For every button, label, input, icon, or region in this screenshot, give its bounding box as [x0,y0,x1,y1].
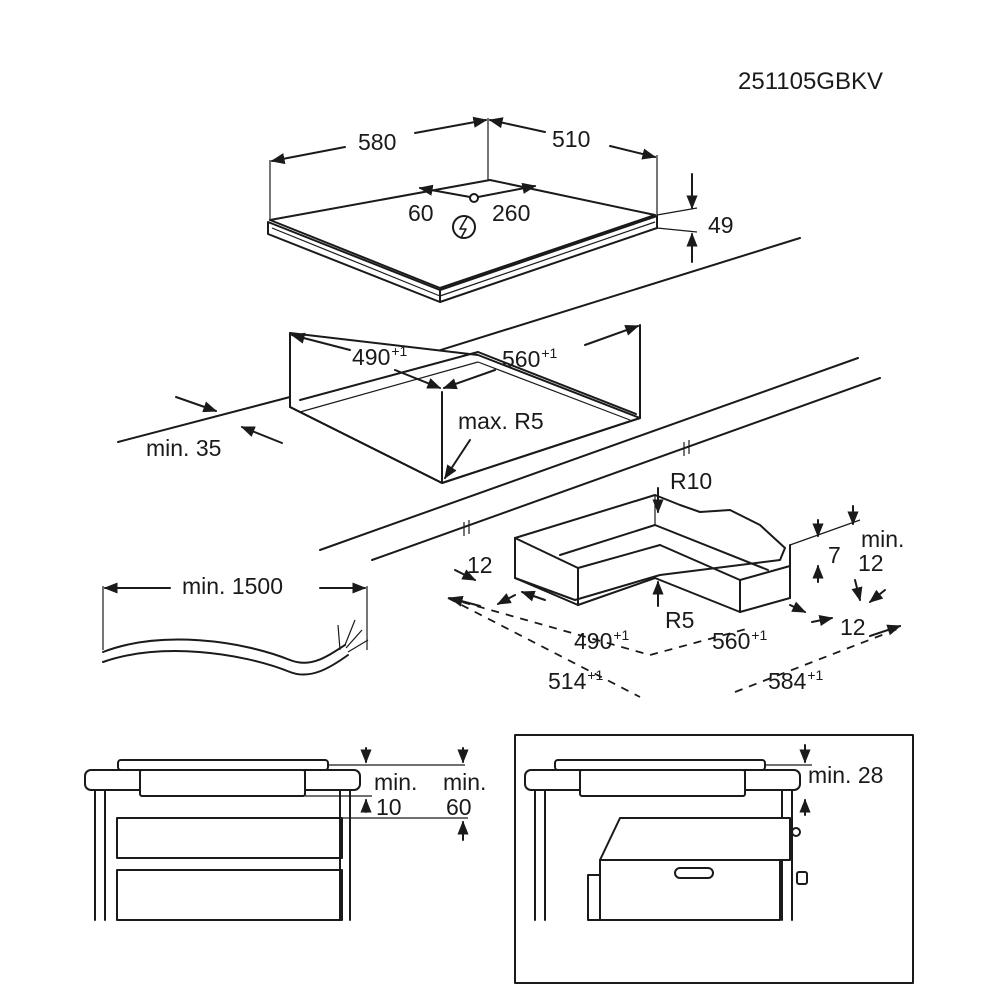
hob-drawing [267,116,698,303]
hob-height-label: 49 [708,212,734,238]
hob-width-label: 580 [358,129,397,155]
drawer-min-label-b: min. [443,769,487,795]
cutout-width-label: 490+1 [352,343,408,370]
side-gap-label: 12 [467,552,493,578]
cutout-radius-label: max. R5 [458,408,544,434]
frame-drawing [447,487,902,698]
drawer-min-value-b: 60 [446,794,472,820]
frame-height-label: 7 [828,542,841,568]
drawer-min-value-a: 10 [376,794,402,820]
drawing-code: 251105GBKV [738,68,883,95]
section-oven-drawing [514,734,914,984]
section-drawer-drawing [84,747,469,921]
worktop-cutout-drawing [117,237,881,561]
inner-width-label: 490+1 [574,627,630,654]
hob-depth-label: 510 [552,126,591,152]
lightning-circle-icon [452,215,476,239]
inner-depth-label: 560+1 [712,627,768,654]
frame-min-label: min. [861,526,905,552]
oven-clearance-label: min. 28 [808,762,884,788]
cable-drawing [102,582,369,676]
corner-radius-label: R10 [670,468,713,494]
drawer-min-label-a: min. [374,769,418,795]
inner-radius-label: R5 [665,607,695,633]
outer-depth-label: 584+1 [768,667,824,694]
cutout-depth-label: 560+1 [502,345,558,372]
frame-min-value: 12 [858,550,884,576]
connection-x-label: 60 [408,200,434,226]
back-gap-label: 12 [840,614,866,640]
connection-y-label: 260 [492,200,531,226]
min-front-label: min. 35 [146,435,222,461]
cable-length-label: min. 1500 [182,573,284,599]
outer-width-label: 514+1 [548,667,604,694]
